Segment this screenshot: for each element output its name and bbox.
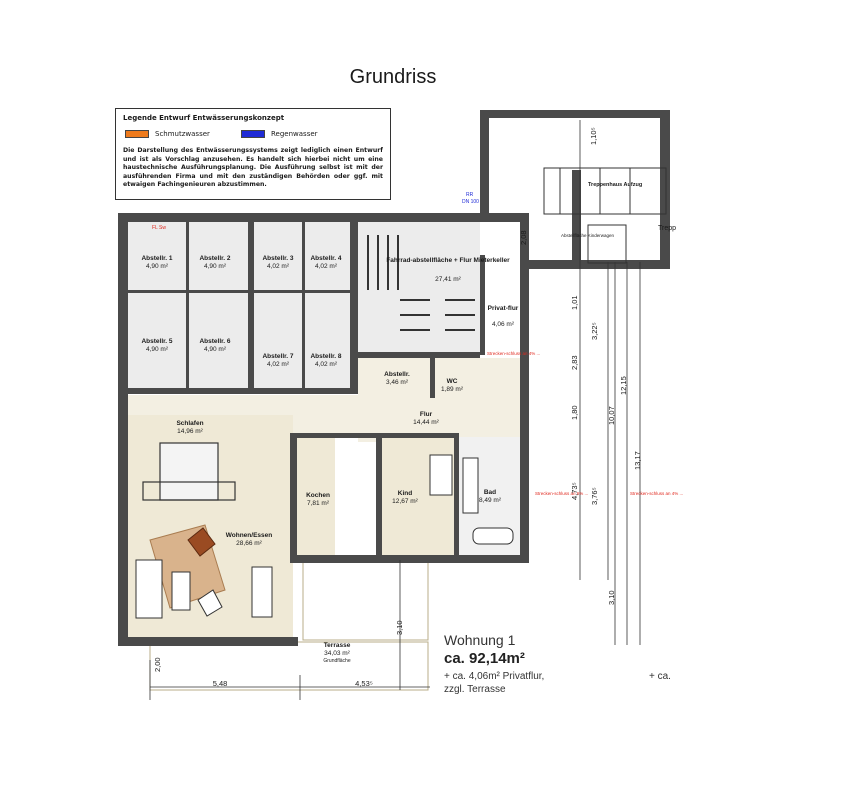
room-area: 4,02 m² [267,263,290,270]
dimension-label: 4,53⁵ [355,679,373,688]
unit-extra-area: + ca. 4,06m² Privatflur, [444,671,545,682]
dimension-lines [149,120,641,700]
room-name: Abstellr. [384,371,410,378]
room-name: Abstellr. 3 [262,255,293,262]
room-area: 8,49 m² [479,497,502,504]
dimension-label: 3,76⁵ [590,487,599,505]
kitchen-floor [293,437,335,557]
unit-name: Wohnung 1 [444,632,516,648]
room-area: 14,44 m² [413,419,439,426]
strecken-note: Strecken-schluss an 4% ... [487,351,540,356]
room-name: Abstellr. 7 [262,353,293,360]
room-name: Fahrrad-abstellfläche + Flur Mieterkelle… [386,257,510,264]
strecken-note: Strecken-schluss an 4% ... [630,491,683,496]
dimension-label: 2,00 [153,657,162,672]
waste-water-label: Schmutzwasser [155,130,210,138]
room-area: 4,06 m² [492,321,515,328]
rain-water-swatch [241,130,265,138]
room-area: 12,67 m² [392,498,418,505]
staircase [543,167,667,264]
room-area: 4,02 m² [315,361,338,368]
room-note: Grundfläche [323,658,350,664]
room-area: 1,89 m² [441,386,464,393]
room-name: Terrasse [324,642,351,649]
waste-water-swatch [125,130,149,138]
dimension-label: 10,07 [607,406,616,425]
furniture [135,442,514,619]
dimension-label: 3,10 [607,590,616,605]
room-name: Kind [398,490,412,497]
room-area: 4,02 m² [315,263,338,270]
page-title: Grundriss [349,66,437,88]
pram-label: Abstellfläche Kinderwagen [561,233,615,238]
strecken-note: Strecken-schluss an 6% ... [535,491,588,496]
legend-row: Schmutzwasser Regenwasser [123,130,383,140]
dimension-label: 13,17 [633,451,642,470]
room-area: 4,90 m² [204,263,227,270]
neighbor-unit-note: + ca. [649,671,671,682]
stair-label: Treppenhaus Aufzug [588,182,642,188]
dimension-label: 1,10⁵ [589,127,598,145]
stair-label-right: Trepp [658,225,676,232]
room-name: Abstellr. 1 [141,255,172,262]
dn-tag: DN 100 [462,199,479,205]
room-area: 14,96 m² [177,428,203,435]
room-name: Privat-flur [488,305,519,312]
room-name: Abstellr. 5 [141,338,172,345]
dimension-label: 1,80 [570,405,579,420]
room-area: 34,03 m² [324,650,350,657]
dimension-label: 5,48 [213,679,228,688]
room-name: Abstellr. 4 [310,255,341,262]
bike-room-floor [358,222,480,352]
room-name: Schlafen [176,420,203,427]
bike-racks [367,235,475,331]
dimension-label: 12,15 [619,376,628,395]
unit-area: ca. 92,14m² [444,650,525,667]
room-name: WC [447,378,458,385]
room-area: 4,02 m² [267,361,290,368]
dimension-label: 3,10 [395,620,404,635]
dimension-label: 3,22⁵ [590,322,599,340]
room-area: 4,90 m² [146,263,169,270]
room-name: Wohnen/Essen [226,532,273,539]
legend-disclaimer: Die Darstellung des Entwässerungssystems… [123,147,383,188]
room-area: 28,66 m² [236,540,262,547]
room-area: 3,46 m² [386,379,409,386]
room-name: Abstellr. 2 [199,255,230,262]
room-area: 27,41 m² [435,276,461,283]
room-name: Kochen [306,492,330,499]
legend-title: Legende Entwurf Entwässerungskonzept [123,114,285,122]
rr-tag: RR [466,192,474,198]
dimension-label: 2,08 [519,230,528,245]
walls [118,110,670,646]
room-name: Abstellr. 8 [310,353,341,360]
dimension-label: 4,73⁵ [570,482,579,500]
room-area: 7,81 m² [307,500,330,507]
unit-extra-terrace: zzgl. Terrasse [444,684,506,695]
storage-floor [128,222,358,390]
room-name: Abstellr. 6 [199,338,230,345]
rain-water-label: Regenwasser [271,130,318,138]
room-area: 4,90 m² [146,346,169,353]
room-name: Flur [420,411,433,418]
dimension-label: 2,83 [570,355,579,370]
drainage-legend: Legende Entwurf Entwässerungskonzept Sch… [115,108,391,200]
dimension-label: 1,01 [570,295,579,310]
room-name: Bad [484,489,496,496]
fl-tag: FL Sw [152,225,166,231]
room-area: 4,90 m² [204,346,227,353]
